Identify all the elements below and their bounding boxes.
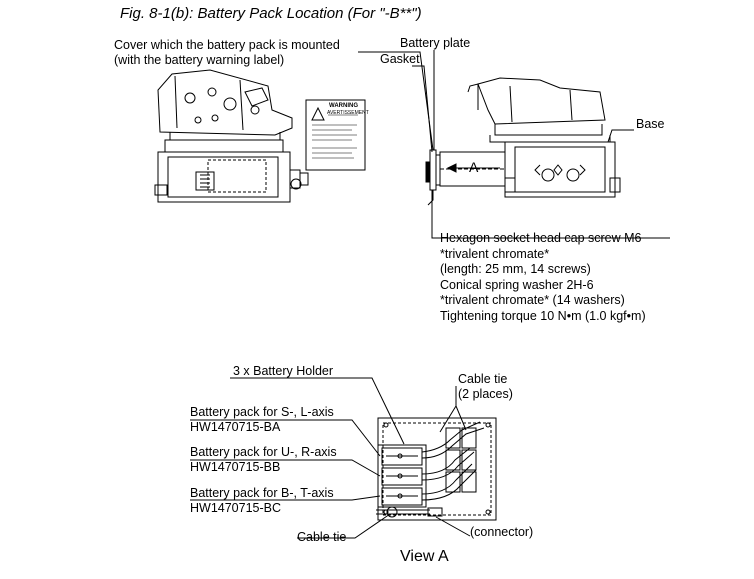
screw-spec-line: *trivalent chromate* (14 washers) [440, 293, 625, 307]
base-label: Base [636, 117, 665, 131]
warning-subheading: AVERTISSEMENT [327, 110, 369, 116]
robot-side-view-right [425, 77, 621, 206]
cover-label-line1: Cover which the battery pack is mounted [114, 38, 340, 52]
pack-sl-label: Battery pack for S-, L-axis [190, 405, 334, 419]
connector-label: (connector) [470, 525, 534, 539]
screw-spec-line: (length: 25 mm, 14 screws) [440, 262, 591, 276]
view-a-battery-panel [376, 417, 497, 521]
arrow-a-label: A [469, 159, 479, 175]
battery-warning-label [305, 99, 366, 171]
pack-ur-label: Battery pack for U-, R-axis [190, 445, 337, 459]
battery-holder-label: 3 x Battery Holder [233, 364, 334, 378]
screw-spec: Hexagon socket head cap screw M6 *trival… [440, 231, 646, 324]
screw-spec-line: Conical spring washer 2H-6 [440, 277, 594, 292]
pack-sl-part: HW1470715-BA [190, 420, 281, 434]
cover-label-line2: (with the battery warning label) [114, 53, 285, 67]
robot-side-view-left [154, 69, 309, 203]
warning-heading: WARNING [329, 103, 358, 109]
battery-plate-label: Battery plate [400, 36, 471, 50]
cable-tie-top-places: (2 places) [458, 387, 513, 401]
cable-tie-bottom-label: Cable tie [297, 530, 347, 544]
screw-spec-line: Hexagon socket head cap screw M6 [440, 231, 642, 245]
pack-bt-part: HW1470715-BC [190, 501, 282, 515]
cable-tie-top-label: Cable tie [458, 372, 508, 386]
view-a-label: View A [400, 548, 449, 565]
pack-ur-part: HW1470715-BB [190, 460, 281, 474]
screw-spec-line: *trivalent chromate* [440, 246, 550, 261]
pack-bt-label: Battery pack for B-, T-axis [190, 486, 334, 500]
screw-spec-line: Tightening torque 10 N•m (1.0 kgf•m) [440, 308, 646, 323]
figure-title: Fig. 8-1(b): Battery Pack Location (For … [120, 5, 422, 22]
gasket-label: Gasket [380, 52, 420, 66]
